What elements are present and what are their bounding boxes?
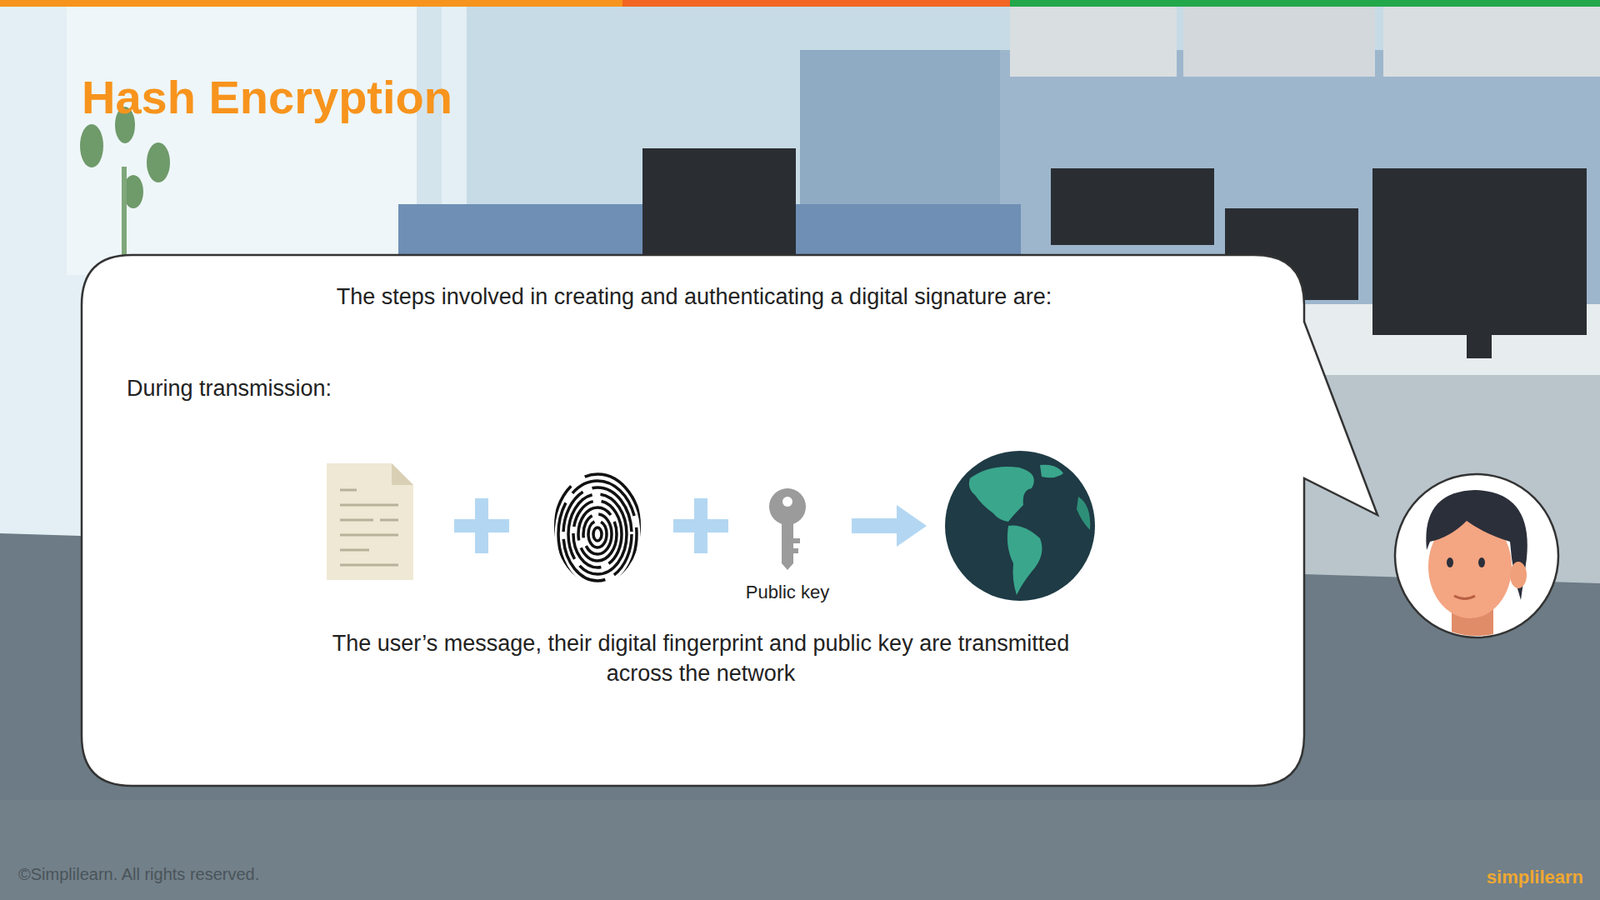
arrow-icon-part xyxy=(851,518,899,534)
speaker-avatar-part-part xyxy=(1510,561,1527,589)
plus-sign-part xyxy=(475,498,489,554)
key-label: Public key xyxy=(729,580,846,605)
plus-sign-part xyxy=(694,498,708,554)
plant-part xyxy=(80,124,104,168)
label-slot: simplilearn xyxy=(1466,865,1584,890)
cabinets-part xyxy=(1183,6,1375,77)
fingerprint-icon-part xyxy=(578,507,617,561)
monitors-part xyxy=(1050,168,1215,245)
arrow-icon-part xyxy=(896,505,927,547)
speaker-avatar-part xyxy=(1395,474,1559,638)
copyright-note: ©Simplilearn. All rights reserved. xyxy=(18,863,435,886)
fingerprint-icon-part xyxy=(583,514,612,555)
fingerprint-icon-part xyxy=(593,527,602,541)
globe-icon-part xyxy=(945,450,1095,601)
plant-part xyxy=(121,166,127,259)
globe-icon-part xyxy=(969,466,1035,522)
fingerprint-icon-part xyxy=(563,487,632,581)
plant-part xyxy=(146,142,170,183)
speaker-avatar-part-part xyxy=(1478,557,1485,568)
document-icon-part xyxy=(326,463,414,580)
label-slot: Public key xyxy=(729,580,846,605)
key-icon-part xyxy=(793,548,799,554)
globe-icon-part xyxy=(1076,496,1090,530)
key-icon-part xyxy=(781,520,794,564)
wall-part xyxy=(66,0,417,275)
document-icon-part-part xyxy=(380,519,399,522)
fingerprint-icon-part xyxy=(558,480,637,588)
document-icon-part xyxy=(391,463,414,485)
document-icon-part-part xyxy=(340,564,399,567)
globe-icon-part xyxy=(1040,465,1064,479)
key-icon-part xyxy=(781,563,794,570)
speaker-avatar-part-part xyxy=(1425,490,1528,600)
key-icon-part xyxy=(782,496,793,507)
document-icon-part xyxy=(340,490,399,565)
fingerprint-icon xyxy=(553,474,642,595)
document-icon-part-part xyxy=(340,489,357,492)
speaker-avatar xyxy=(1395,474,1559,667)
plant xyxy=(80,106,170,259)
key-icon-part xyxy=(793,538,800,544)
title-slot: Hash Encryption xyxy=(81,71,832,124)
step-heading: During transmission: xyxy=(126,373,627,404)
speaker-avatar-part-part xyxy=(1454,595,1475,600)
document-icon xyxy=(326,463,414,580)
text-slot: The steps involved in creating and authe… xyxy=(152,281,1236,312)
monitors-part xyxy=(1466,333,1492,359)
document-icon-part-part xyxy=(340,549,370,552)
fingerprint-icon-part xyxy=(588,520,607,548)
globe-icon xyxy=(945,450,1095,601)
monitors-part xyxy=(1372,168,1587,335)
bubble-shape xyxy=(81,255,1378,786)
slide-title: Hash Encryption xyxy=(81,71,832,124)
status-bar-part xyxy=(1010,0,1600,7)
status-bar xyxy=(0,0,1600,7)
bubble-heading: The steps involved in creating and authe… xyxy=(152,281,1236,312)
monitors-part xyxy=(642,148,796,255)
step-description: The user’s message, their digital finger… xyxy=(300,628,1101,689)
arrow-icon xyxy=(851,505,927,547)
plus-sign xyxy=(673,498,729,554)
label-slot: ©Simplilearn. All rights reserved. xyxy=(18,863,435,886)
key-icon xyxy=(769,488,806,570)
text-slot: During transmission: xyxy=(126,373,627,404)
document-icon-part-part xyxy=(340,519,374,522)
floor-part xyxy=(0,800,1600,900)
plus-sign xyxy=(454,498,510,554)
speaker-avatar-part-part xyxy=(1446,557,1454,568)
document-icon-part-part xyxy=(340,504,399,507)
speech-bubble: The steps involved in creating and authe… xyxy=(81,255,1305,786)
text-slot: The user’s message, their digital finger… xyxy=(300,628,1101,689)
speaker-avatar-part xyxy=(1416,490,1542,667)
fingerprint-icon-part xyxy=(553,474,642,595)
cabinets-part xyxy=(1383,6,1600,77)
fingerprint-icon-part xyxy=(568,494,627,575)
status-bar-part xyxy=(0,0,623,7)
brand-logo: simplilearn xyxy=(1466,865,1584,890)
transmission-illustration xyxy=(81,255,1305,786)
key-icon-part xyxy=(769,488,806,525)
fingerprint-icon-part xyxy=(573,500,622,568)
cabinets-part xyxy=(1010,6,1177,77)
cabinets xyxy=(1010,6,1600,77)
document-icon-part-part xyxy=(340,534,399,537)
globe-icon-part xyxy=(1007,525,1043,595)
speaker-avatar-part-part xyxy=(1416,639,1542,667)
status-bar-part xyxy=(622,0,1010,7)
